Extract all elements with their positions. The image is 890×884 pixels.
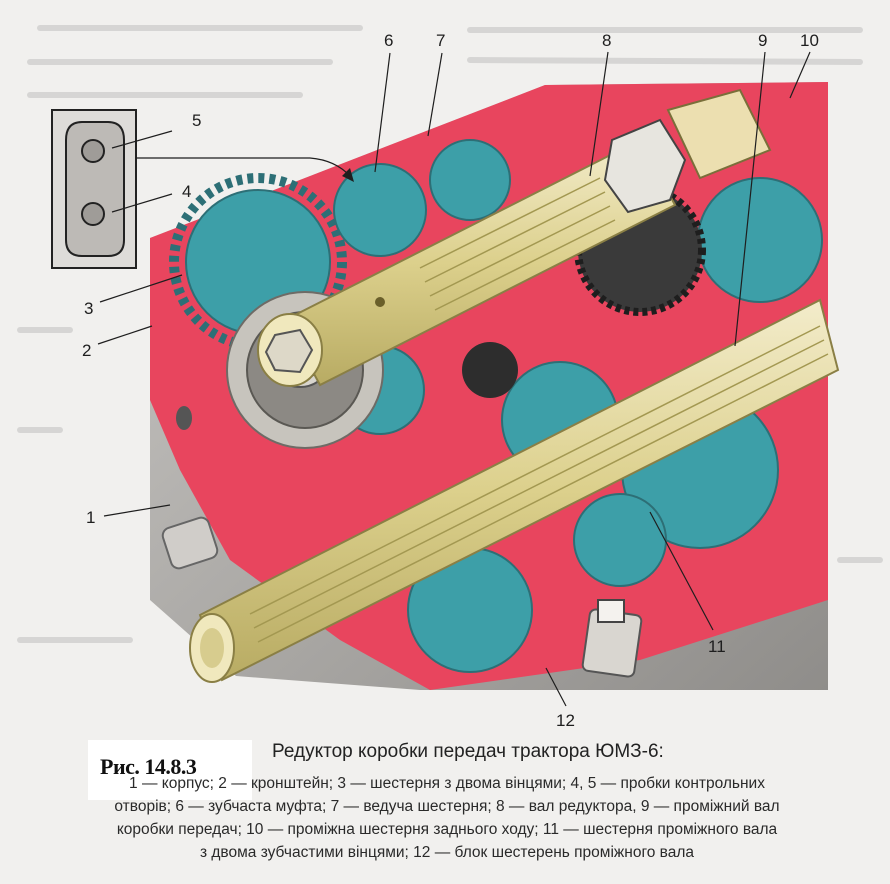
legend-line: 1 — корпус; 2 — кронштейн; 3 — шестерня … [129,775,765,792]
callout-11: 11 [708,637,726,656]
inspection-plug-inset [51,109,137,269]
legend-line: коробки передач; 10 — проміжна шестерня … [116,821,778,838]
callout-9: 9 [758,31,767,50]
control-plug-upper [81,139,105,163]
callout-5: 5 [192,111,201,130]
legend-line: отворів; 6 — зубчаста муфта; 7 — ведуча … [114,798,780,815]
callout-6: 6 [384,31,393,50]
figure-legend: 1 — корпус; 2 — кронштейн; 3 — шестерня … [16,772,878,864]
control-plug-lower [81,202,105,226]
drain-plug [581,599,643,678]
callout-12: 12 [556,711,575,730]
callout-3: 3 [84,299,93,318]
callout-7: 7 [436,31,445,50]
casing-pin [161,406,219,570]
leader-lines [97,51,811,707]
figure-number-label: Рис. 14.8.3 [88,740,252,800]
callout-4: 4 [182,182,191,201]
callout-2: 2 [82,341,91,360]
callout-labels: 1 2 3 4 5 6 7 8 9 10 11 12 [82,31,819,730]
callout-1: 1 [86,508,95,527]
legend-line: з двома зубчастими вінцями; 12 — блок ше… [199,844,695,861]
reducer-shaft [257,138,677,387]
callout-8: 8 [602,31,611,50]
callout-10: 10 [800,31,819,50]
page-bleed-texture [17,25,883,643]
intermediate-shaft [189,298,840,683]
inset-arrow-head [342,168,354,182]
shaft-nut [603,88,772,214]
figure-title: Редуктор коробки передач трактора ЮМЗ-6: [272,741,664,762]
